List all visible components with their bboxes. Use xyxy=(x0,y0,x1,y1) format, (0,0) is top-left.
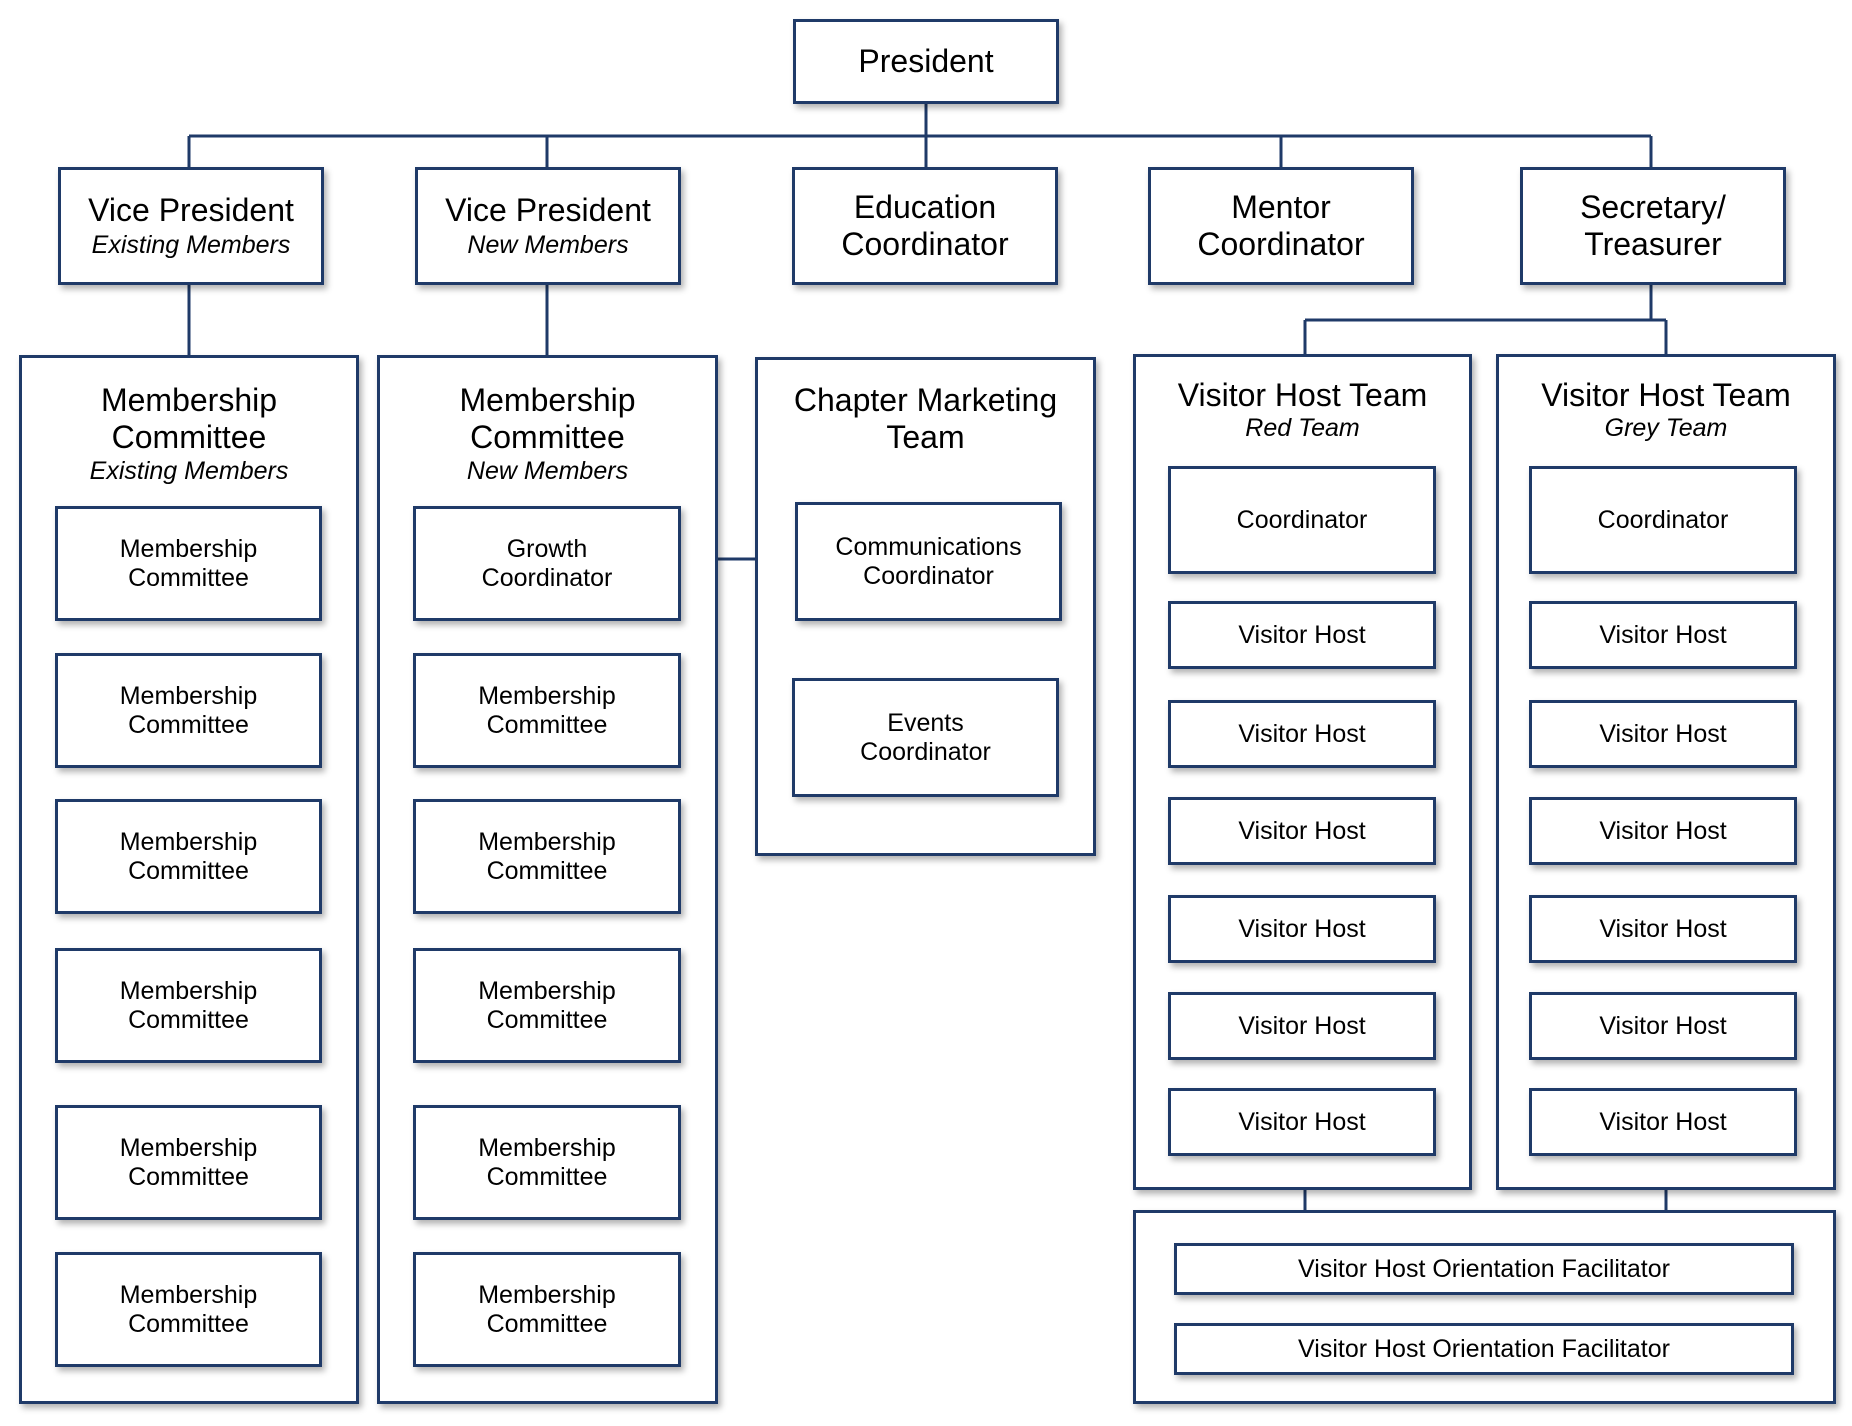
membership-new-item: Membership Committee xyxy=(413,799,681,914)
item-label: Visitor Host xyxy=(1238,1011,1366,1040)
membership-existing-subtitle: Existing Members xyxy=(89,456,289,485)
grey-coordinator-box: Coordinator xyxy=(1529,466,1797,574)
vp-existing-subtitle: Existing Members xyxy=(91,231,291,260)
item-label: Visitor Host xyxy=(1238,816,1366,845)
membership-existing-item: Membership Committee xyxy=(55,1252,322,1367)
item-label: Growth Coordinator xyxy=(481,534,613,592)
item-label: Events Coordinator xyxy=(860,708,991,766)
item-label: Coordinator xyxy=(1597,505,1729,534)
membership-existing-title: Membership Committee xyxy=(100,382,278,456)
growth-coordinator-box: Growth Coordinator xyxy=(413,506,681,621)
orientation-facilitator-box: Visitor Host Orientation Facilitator xyxy=(1174,1323,1794,1375)
membership-new-item: Membership Committee xyxy=(413,653,681,768)
secretary-label: Secretary/ Treasurer xyxy=(1580,189,1726,262)
item-label: Visitor Host xyxy=(1238,620,1366,649)
red-visitor-host-box: Visitor Host xyxy=(1168,700,1436,768)
item-label: Visitor Host xyxy=(1238,914,1366,943)
grey-visitor-host-box: Visitor Host xyxy=(1529,895,1797,963)
membership-new-item: Membership Committee xyxy=(413,1105,681,1220)
grey-visitor-host-box: Visitor Host xyxy=(1529,601,1797,669)
item-label: Communications Coordinator xyxy=(835,532,1022,590)
membership-new-title: Membership Committee xyxy=(459,382,636,456)
president-box: President xyxy=(793,19,1059,104)
marketing-header: Chapter Marketing Team xyxy=(758,382,1093,457)
item-label: Membership Committee xyxy=(478,1280,616,1338)
red-visitor-host-box: Visitor Host xyxy=(1168,1088,1436,1156)
item-label: Visitor Host xyxy=(1599,1011,1727,1040)
education-label: Education Coordinator xyxy=(841,189,1009,262)
item-label: Membership Committee xyxy=(119,976,258,1034)
secretary-box: Secretary/ Treasurer xyxy=(1520,167,1786,285)
item-label: Visitor Host xyxy=(1599,620,1727,649)
red-team-subtitle: Red Team xyxy=(1245,414,1360,443)
membership-new-item: Membership Committee xyxy=(413,1252,681,1367)
vp-new-box: Vice President New Members xyxy=(415,167,681,285)
item-label: Membership Committee xyxy=(119,681,258,739)
events-coordinator-box: Events Coordinator xyxy=(792,678,1059,797)
orientation-facilitator-box: Visitor Host Orientation Facilitator xyxy=(1174,1243,1794,1295)
item-label: Visitor Host xyxy=(1599,816,1727,845)
red-team-header: Visitor Host Team Red Team xyxy=(1136,377,1469,444)
item-label: Membership Committee xyxy=(119,1280,258,1338)
item-label: Visitor Host xyxy=(1599,1107,1727,1136)
marketing-title: Chapter Marketing Team xyxy=(793,382,1058,456)
membership-existing-item: Membership Committee xyxy=(55,1105,322,1220)
mentor-label: Mentor Coordinator xyxy=(1197,189,1365,262)
grey-team-subtitle: Grey Team xyxy=(1604,414,1728,443)
item-label: Visitor Host xyxy=(1599,914,1727,943)
education-box: Education Coordinator xyxy=(792,167,1058,285)
red-visitor-host-box: Visitor Host xyxy=(1168,601,1436,669)
red-visitor-host-box: Visitor Host xyxy=(1168,797,1436,865)
red-coordinator-box: Coordinator xyxy=(1168,466,1436,574)
item-label: Membership Committee xyxy=(478,681,616,739)
item-label: Membership Committee xyxy=(119,534,258,592)
item-label: Visitor Host Orientation Facilitator xyxy=(1298,1254,1670,1283)
membership-new-subtitle: New Members xyxy=(466,456,629,485)
grey-visitor-host-box: Visitor Host xyxy=(1529,797,1797,865)
mentor-box: Mentor Coordinator xyxy=(1148,167,1414,285)
membership-new-header: Membership Committee New Members xyxy=(380,382,715,486)
membership-existing-item: Membership Committee xyxy=(55,506,322,621)
membership-existing-header: Membership Committee Existing Members xyxy=(22,382,356,486)
item-label: Visitor Host Orientation Facilitator xyxy=(1298,1334,1670,1363)
vp-existing-title: Vice President xyxy=(88,192,294,229)
item-label: Membership Committee xyxy=(119,827,258,885)
membership-existing-item: Membership Committee xyxy=(55,653,322,768)
item-label: Membership Committee xyxy=(478,976,616,1034)
item-label: Visitor Host xyxy=(1238,1107,1366,1136)
grey-visitor-host-box: Visitor Host xyxy=(1529,992,1797,1060)
membership-existing-item: Membership Committee xyxy=(55,799,322,914)
communications-coordinator-box: Communications Coordinator xyxy=(795,502,1062,621)
grey-team-title: Visitor Host Team xyxy=(1541,377,1791,413)
grey-team-header: Visitor Host Team Grey Team xyxy=(1499,377,1833,444)
item-label: Coordinator xyxy=(1236,505,1368,534)
red-visitor-host-box: Visitor Host xyxy=(1168,895,1436,963)
item-label: Visitor Host xyxy=(1238,719,1366,748)
vp-new-title: Vice President xyxy=(445,192,651,229)
membership-existing-item: Membership Committee xyxy=(55,948,322,1063)
grey-visitor-host-box: Visitor Host xyxy=(1529,1088,1797,1156)
membership-new-item: Membership Committee xyxy=(413,948,681,1063)
item-label: Membership Committee xyxy=(119,1133,258,1191)
grey-visitor-host-box: Visitor Host xyxy=(1529,700,1797,768)
vp-existing-box: Vice President Existing Members xyxy=(58,167,324,285)
president-label: President xyxy=(858,43,994,80)
item-label: Visitor Host xyxy=(1599,719,1727,748)
item-label: Membership Committee xyxy=(478,827,616,885)
red-visitor-host-box: Visitor Host xyxy=(1168,992,1436,1060)
vp-new-subtitle: New Members xyxy=(467,231,629,260)
red-team-title: Visitor Host Team xyxy=(1177,377,1428,413)
item-label: Membership Committee xyxy=(478,1133,616,1191)
